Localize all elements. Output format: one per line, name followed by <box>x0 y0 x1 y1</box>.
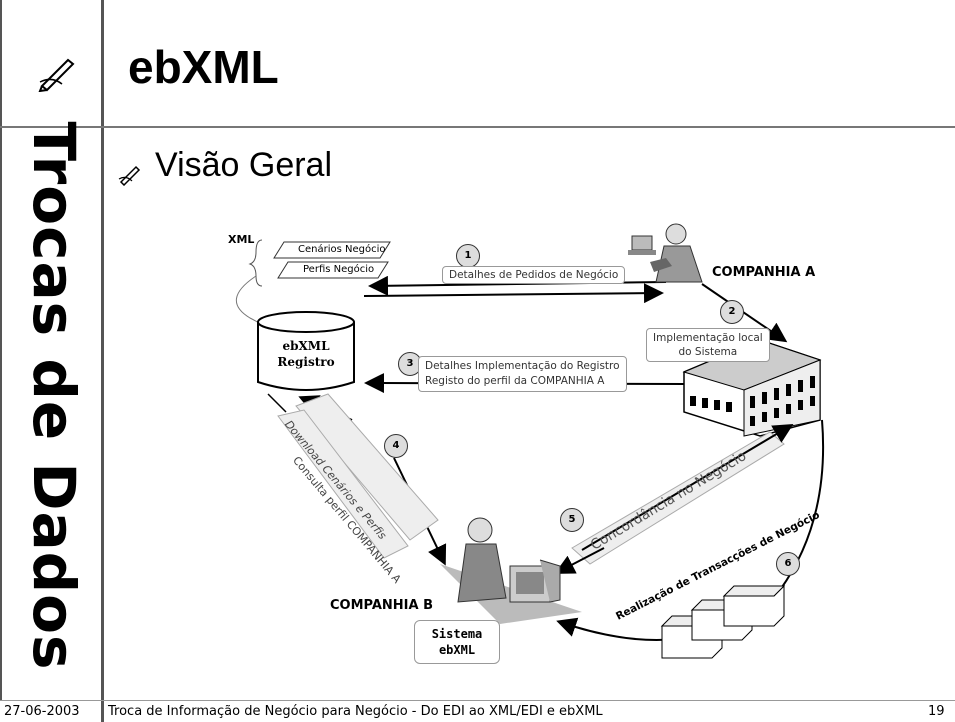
system-label-line1: Sistema <box>431 627 483 641</box>
company-a-person-icon <box>628 223 703 283</box>
step-2-label: Implementação local do Sistema <box>646 328 770 362</box>
step-2-label-line2: do Sistema <box>678 346 738 358</box>
step-3-label-line2: Registo do perfil da COMPANHIA A <box>425 375 605 387</box>
page-number: 19 <box>928 704 945 719</box>
frame-left-border <box>0 0 2 700</box>
pencil-bullet-icon <box>118 165 141 186</box>
step-1-badge: 1 <box>456 244 480 268</box>
step-3-label: Detalhes Implementação do Registro Regis… <box>418 356 627 392</box>
scenarios-shape <box>273 241 391 259</box>
company-b-label: COMPANHIA B <box>330 598 434 613</box>
xml-label: XML <box>228 233 255 246</box>
frame-vertical-divider <box>101 0 104 722</box>
registry-label-line1: ebXML <box>282 339 330 353</box>
frame-horizontal-divider <box>0 126 955 128</box>
section-heading: Visão Geral <box>155 146 333 184</box>
step-2-badge: 2 <box>720 300 744 324</box>
registry-database-icon <box>257 311 355 391</box>
footer-text: Troca de Informação de Negócio para Negó… <box>108 704 603 719</box>
step-3-label-line1: Detalhes Implementação do Registro <box>425 360 620 372</box>
step-2-label-line1: Implementação local <box>653 332 763 344</box>
company-b-person-icon <box>440 517 582 624</box>
registry-label-line2: Registro <box>277 355 335 369</box>
transaction-documents-icon <box>660 584 786 659</box>
company-a-label: COMPANHIA A <box>712 265 816 280</box>
profiles-label: Perfis Negócio <box>303 264 375 275</box>
footer-date: 27-06-2003 <box>4 704 80 719</box>
company-a-building-icon <box>682 339 822 437</box>
step-4-badge: 4 <box>384 434 408 458</box>
step-1-label: Detalhes de Pedidos de Negócio <box>442 266 626 284</box>
frame-bottom-divider <box>0 700 955 701</box>
scenarios-label: Cenários Negócio <box>298 244 386 255</box>
step-5-badge: 5 <box>560 508 584 532</box>
pencil-icon <box>38 58 75 92</box>
registry-label: ebXML Registro <box>270 338 342 370</box>
arrow-step5-down <box>554 547 605 574</box>
arrow-step1-right <box>363 283 664 304</box>
arrow-step5-up <box>581 423 794 551</box>
system-label-line2: ebXML <box>438 643 476 657</box>
step-6-badge: 6 <box>776 552 800 576</box>
ebxml-system-box: Sistema ebXML <box>414 620 500 664</box>
page-title: ebXML <box>128 41 279 93</box>
